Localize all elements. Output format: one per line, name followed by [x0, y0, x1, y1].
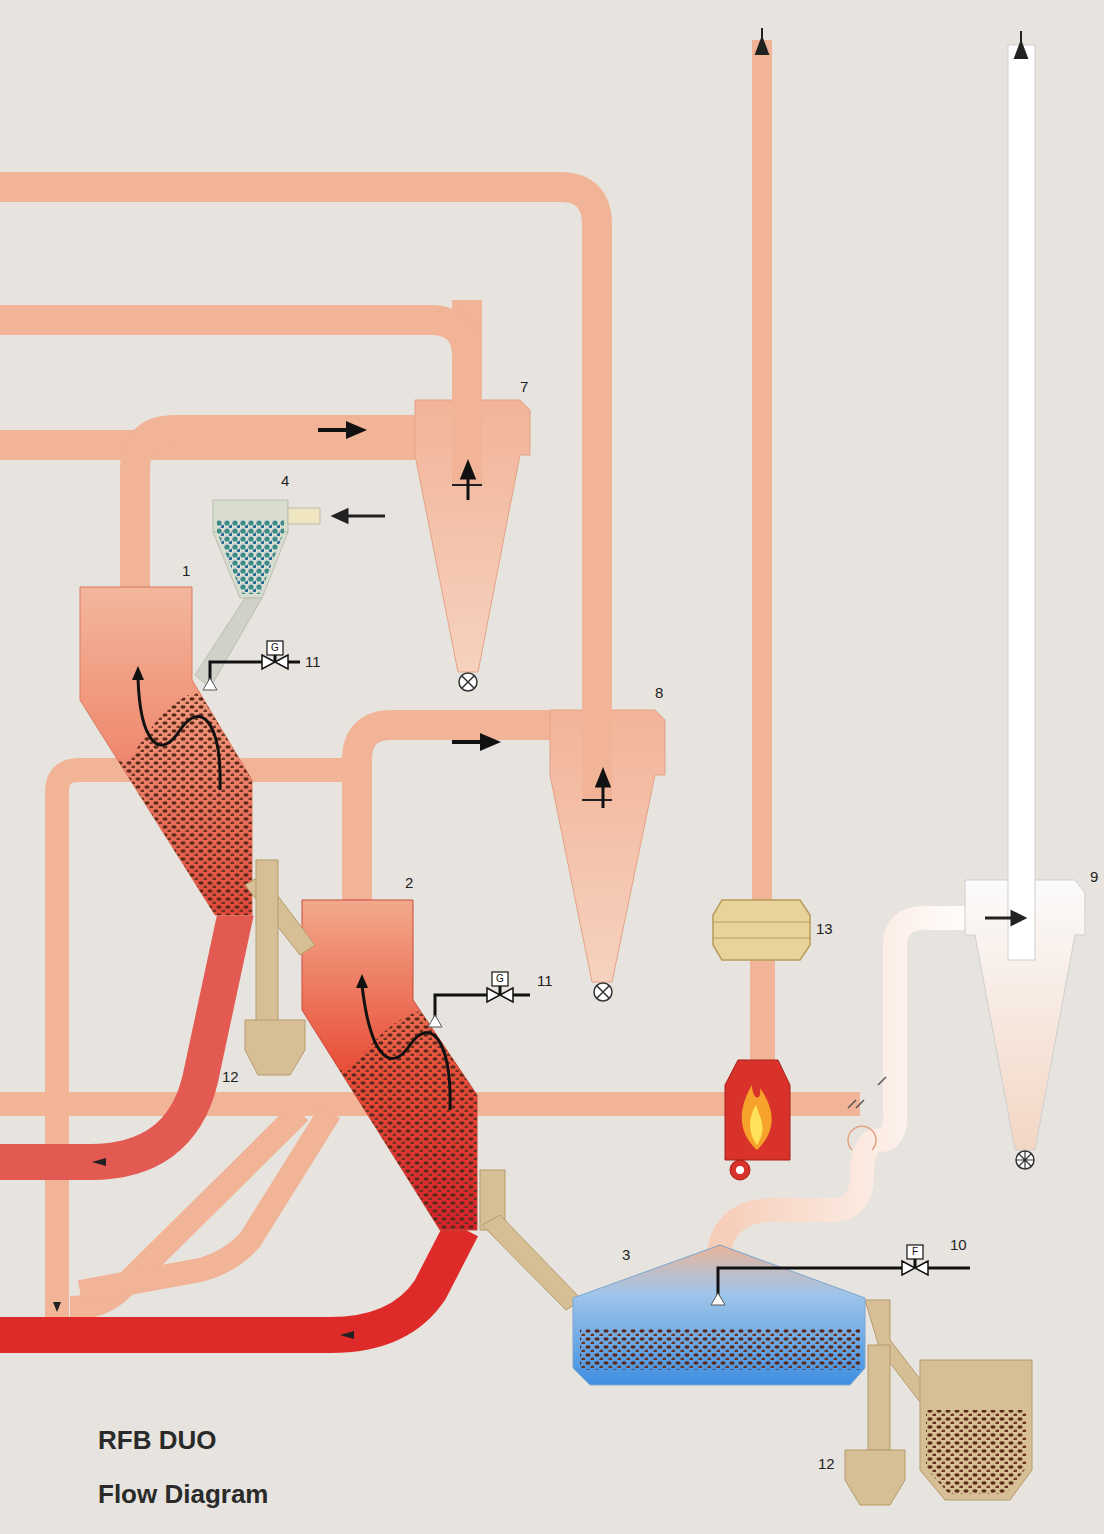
callout-number: 11: [537, 972, 553, 989]
callout-number: 2: [405, 874, 413, 891]
callout-number: 7: [520, 378, 528, 395]
callout-number: 11: [305, 653, 321, 670]
valve-letter: G: [267, 641, 283, 655]
callout-number: 8: [655, 684, 663, 701]
callout-number: 13: [816, 920, 833, 937]
callout-number: 1: [182, 562, 190, 579]
callout-number: 4: [281, 472, 289, 489]
callout-number: 3: [622, 1246, 630, 1263]
valve-letter: F: [907, 1245, 923, 1259]
callout-number: 10: [950, 1236, 967, 1253]
diagram-title: RFB DUO Flow Diagram: [98, 1413, 276, 1521]
callout-number: 9: [1090, 868, 1098, 885]
callout-number: 12: [818, 1455, 835, 1472]
callout-number: 12: [222, 1068, 239, 1085]
valve-letter: G: [492, 972, 508, 986]
